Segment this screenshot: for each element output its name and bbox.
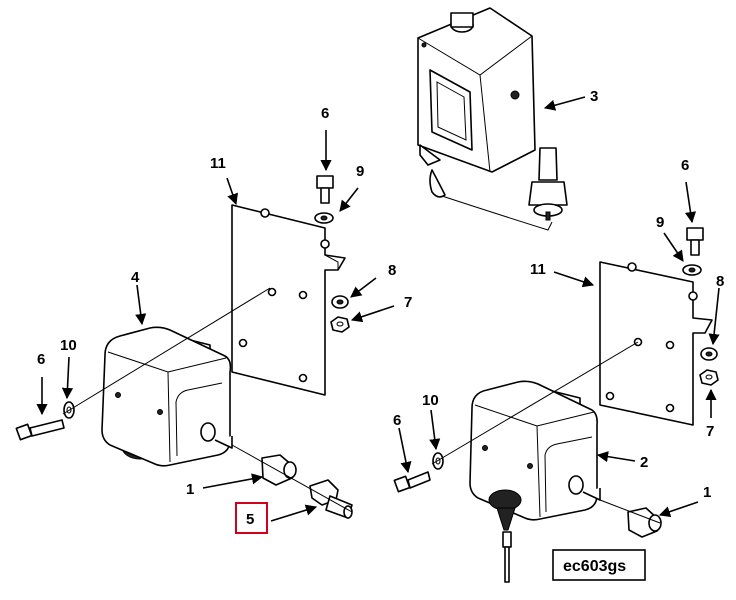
callout-10-right: 10: [422, 392, 439, 409]
callout-9-right: 9: [656, 214, 664, 231]
callout-6-right-top: 6: [681, 157, 689, 174]
callout-3: 3: [590, 88, 598, 105]
right-mounting-bracket: [599, 261, 713, 426]
callout-4: 4: [131, 269, 140, 286]
right-switch-housing: [469, 380, 601, 583]
thermostat-unit-3: [417, 7, 568, 231]
callout-5-box: [235, 502, 268, 534]
left-washer-9: [314, 212, 334, 224]
callout-1-left: 1: [186, 481, 194, 498]
callout-6-left-top: 6: [321, 105, 329, 122]
callout-5-highlight[interactable]: 5: [235, 502, 268, 534]
right-bolt-6: [393, 471, 431, 493]
left-top-bolt-6: [316, 175, 334, 204]
left-fitting-1: [261, 454, 297, 486]
callout-6-right: 6: [393, 412, 401, 429]
callout-7-right: 7: [706, 423, 714, 440]
callout-6-left: 6: [37, 351, 45, 368]
callout-11-left: 11: [210, 155, 226, 172]
figure-id: ec603gs: [563, 558, 626, 575]
right-nut-7: [699, 369, 719, 386]
callout-8-right: 8: [716, 273, 724, 290]
callout-7-left: 7: [404, 294, 412, 311]
callout-9-left: 9: [356, 163, 364, 180]
callout-5: 5: [246, 511, 254, 528]
callout-arrows: [36, 96, 720, 522]
left-lockwasher-8: [331, 295, 349, 309]
left-bolt-6: [15, 419, 65, 441]
left-switch-housing: [101, 326, 233, 467]
left-mounting-bracket: [231, 204, 346, 396]
callout-8-left: 8: [388, 262, 396, 279]
callout-2: 2: [640, 454, 648, 471]
callout-10-left: 10: [60, 337, 77, 354]
callout-1-right: 1: [703, 484, 711, 501]
right-top-bolt-6: [686, 227, 704, 256]
right-fitting-1: [627, 507, 662, 538]
figure-id-box: ec603gs: [552, 549, 646, 581]
callout-11-right: 11: [530, 261, 546, 278]
left-fitting-5: [309, 479, 353, 519]
left-nut-7: [330, 316, 350, 333]
right-washer-9: [682, 264, 702, 276]
right-lockwasher-8: [700, 347, 718, 361]
